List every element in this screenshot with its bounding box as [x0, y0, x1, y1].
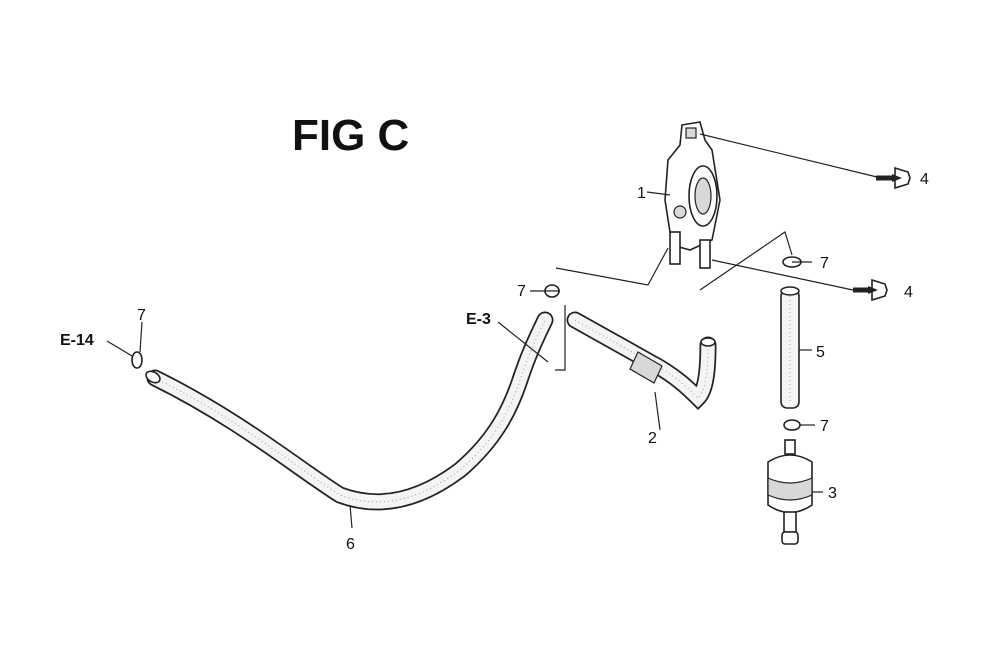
reference-e3: E-3 [466, 311, 491, 328]
callout-clip-filter: 7 [820, 418, 829, 435]
clip-hose-end[interactable] [131, 351, 143, 369]
callout-fuel-pump: 1 [637, 185, 646, 202]
callout-clip-pump-right: 7 [820, 255, 829, 272]
callout-hose-filter: 5 [816, 344, 825, 361]
leader-lines [106, 133, 902, 529]
figure-title: FIG C [292, 111, 409, 160]
hose-short[interactable] [566, 311, 717, 411]
clip-filter[interactable] [783, 419, 801, 431]
screw-upper[interactable] [876, 166, 911, 190]
callout-fuel-filter: 3 [828, 485, 837, 502]
callout-hose-short: 2 [648, 430, 657, 447]
reference-e14: E-14 [60, 332, 94, 349]
fuel-pump[interactable] [664, 121, 721, 269]
hose-sleeve [629, 351, 663, 384]
callout-clip-pump-left: 7 [517, 283, 526, 300]
hose-long[interactable] [144, 311, 554, 511]
fuel-filter[interactable] [767, 439, 813, 545]
hose-filter[interactable] [780, 286, 800, 409]
callout-hose-long: 6 [346, 536, 355, 553]
callout-screw-upper: 4 [920, 171, 929, 188]
callout-clip-hose-end: 7 [137, 307, 146, 324]
callout-screw-lower: 4 [904, 284, 913, 301]
